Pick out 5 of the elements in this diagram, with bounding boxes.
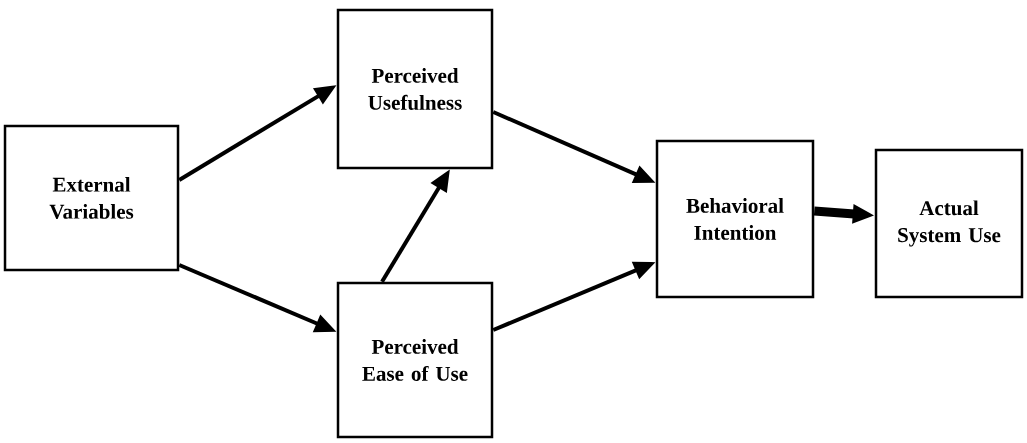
process-box: Perceived Usefulness bbox=[336, 8, 494, 170]
process-box: Perceived Ease of Use bbox=[336, 281, 494, 439]
process-box: External Variables bbox=[3, 124, 180, 272]
process-box: Actual System Use bbox=[874, 148, 1024, 299]
process-box: Behavioral Intention bbox=[655, 139, 815, 299]
